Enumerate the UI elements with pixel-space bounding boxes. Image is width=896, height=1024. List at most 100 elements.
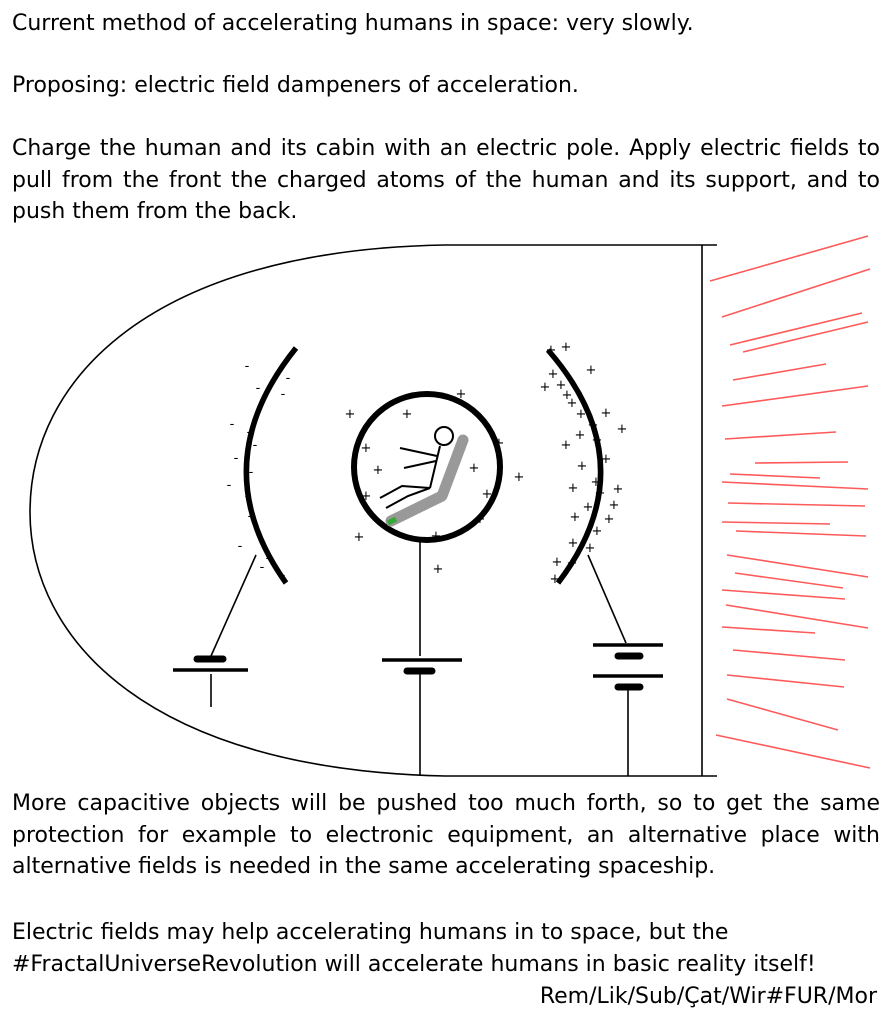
negative-charge: - [281,387,286,402]
positive-charge: + [361,489,372,504]
positive-charge: + [577,459,588,474]
positive-charge: + [570,510,581,525]
positive-charge: + [562,388,573,403]
negative-charge: - [238,539,243,554]
cabin-seat [385,434,469,527]
positive-charge: + [402,407,413,422]
positive-charge: + [514,470,525,485]
positive-charge: + [548,367,559,382]
negative-charge: - [266,551,271,566]
positive-charge: + [585,541,596,556]
spaceship-hull [29,244,717,777]
stick-figure-human [379,426,454,509]
exhaust-line [735,530,867,537]
right-plate-positive-charges: +++++++++++++++++++++++++++++++ [540,340,628,587]
positive-charge: + [431,529,442,544]
cabin-positive-charges: ++++++++++++++ [345,387,525,577]
positive-charge: + [609,498,620,513]
positive-charge: + [494,436,505,451]
negative-charge: - [234,451,239,466]
positive-charge: + [613,482,624,497]
positive-charge: + [469,461,480,476]
exhaust-line [721,589,846,600]
positive-charge: + [546,343,557,358]
exhaust-line [715,734,871,769]
positive-charge: + [595,486,606,501]
exhaust-line [721,385,869,407]
exhaust-line [721,481,869,490]
positive-charge: + [588,418,599,433]
positive-charge: + [575,428,586,443]
positive-charge: + [567,396,578,411]
intro-line-current-method: Current method of accelerating humans in… [12,11,694,36]
negative-charge: - [245,489,250,504]
negative-charge: - [227,478,232,493]
positive-charge: + [540,380,551,395]
cabin-circle [351,391,503,543]
exhaust-line [732,649,846,661]
positive-charge: + [561,438,572,453]
right-capacitor-plate [545,348,604,585]
exhaust-line [721,626,816,634]
exhaust-line [709,235,869,282]
exhaust-line [729,473,821,479]
positive-charge: + [592,433,603,448]
negative-charge: - [230,417,235,432]
exhaust-lines [709,235,871,769]
negative-charge: - [260,560,265,575]
positive-charge: + [583,500,594,515]
battery-left [173,655,248,672]
positive-charge: + [567,556,578,571]
positive-charge: + [550,572,561,587]
positive-charge: + [604,512,615,527]
positive-charge: + [354,530,365,545]
positive-charge: + [568,481,579,496]
exhaust-line [729,312,863,346]
wires [210,540,629,776]
negative-charge: - [253,438,258,453]
paragraph-conclusion: Electric fields may help accelerating hu… [12,917,880,980]
exhaust-line [732,363,827,381]
positive-charge: + [456,387,467,402]
exhaust-line [724,431,837,440]
positive-charge: + [592,524,603,539]
negative-charge: - [248,509,253,524]
positive-charge: + [586,363,597,378]
left-capacitor-plate [243,346,299,585]
negative-charge: - [255,522,260,537]
negative-charge: - [281,568,286,583]
positive-charge: + [433,562,444,577]
positive-charge: + [556,378,567,393]
positive-charge: + [561,340,572,355]
positive-charge: + [361,441,372,456]
positive-charge: + [601,406,612,421]
positive-charge: + [345,407,356,422]
exhaust-line [721,268,871,318]
exhaust-line [726,698,839,731]
author-signature: Rem/Lik/Sub/Çat/Wir#FUR/Mor [539,984,877,1009]
battery-center [382,658,462,675]
battery-right [593,643,663,691]
cabin-seat-edge [386,516,398,526]
negative-charge: - [245,359,250,374]
positive-charge: + [568,536,579,551]
positive-charge: + [475,512,486,527]
positive-charge: + [591,475,602,490]
positive-charge: + [373,463,384,478]
conclusion-line-1: Electric fields may help accelerating hu… [12,920,729,945]
exhaust-line [721,521,831,525]
exhaust-line [734,572,844,589]
negative-charge: - [286,371,291,386]
positive-charge: + [617,422,628,437]
exhaust-line [742,321,869,353]
negative-charge: - [256,381,261,396]
spaceship-diagram: ----------------- ++++++++++++++++++++++… [29,235,871,777]
exhaust-line [754,461,849,464]
positive-charge: + [601,452,612,467]
exhaust-line [725,604,869,629]
exhaust-line [726,674,845,688]
positive-charge: + [576,407,587,422]
paragraph-charge-explanation: Charge the human and its cabin with an e… [12,136,880,224]
negative-charge: - [247,425,252,440]
left-plate-negative-charges: ----------------- [227,359,291,583]
